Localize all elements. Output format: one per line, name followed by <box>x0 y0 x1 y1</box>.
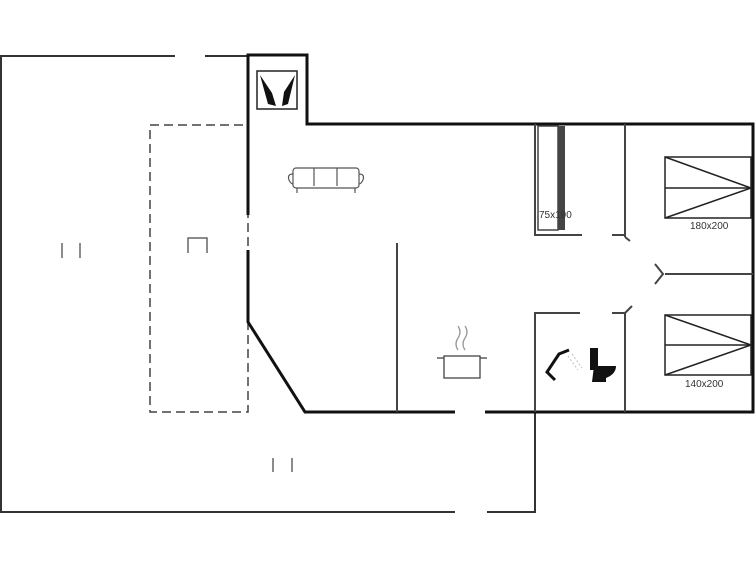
marker-icon <box>61 237 293 472</box>
cooking-pot-icon <box>437 325 487 379</box>
interior-walls <box>396 124 753 412</box>
wardrobe <box>537 125 565 231</box>
bed-icon <box>664 156 754 219</box>
bed-icon <box>664 314 754 376</box>
wardrobe-label: 75x190 <box>539 210 572 221</box>
exterior-walls <box>246 53 755 414</box>
bed-top-label: 180x200 <box>690 221 729 232</box>
shower-icon <box>545 348 583 382</box>
toilet-icon <box>590 348 616 382</box>
terrace-outline <box>0 55 536 513</box>
fireplace-icon <box>256 70 298 110</box>
sofa-icon <box>287 167 365 193</box>
covered-terrace <box>149 124 249 413</box>
bed-bottom-label: 140x200 <box>685 379 724 390</box>
